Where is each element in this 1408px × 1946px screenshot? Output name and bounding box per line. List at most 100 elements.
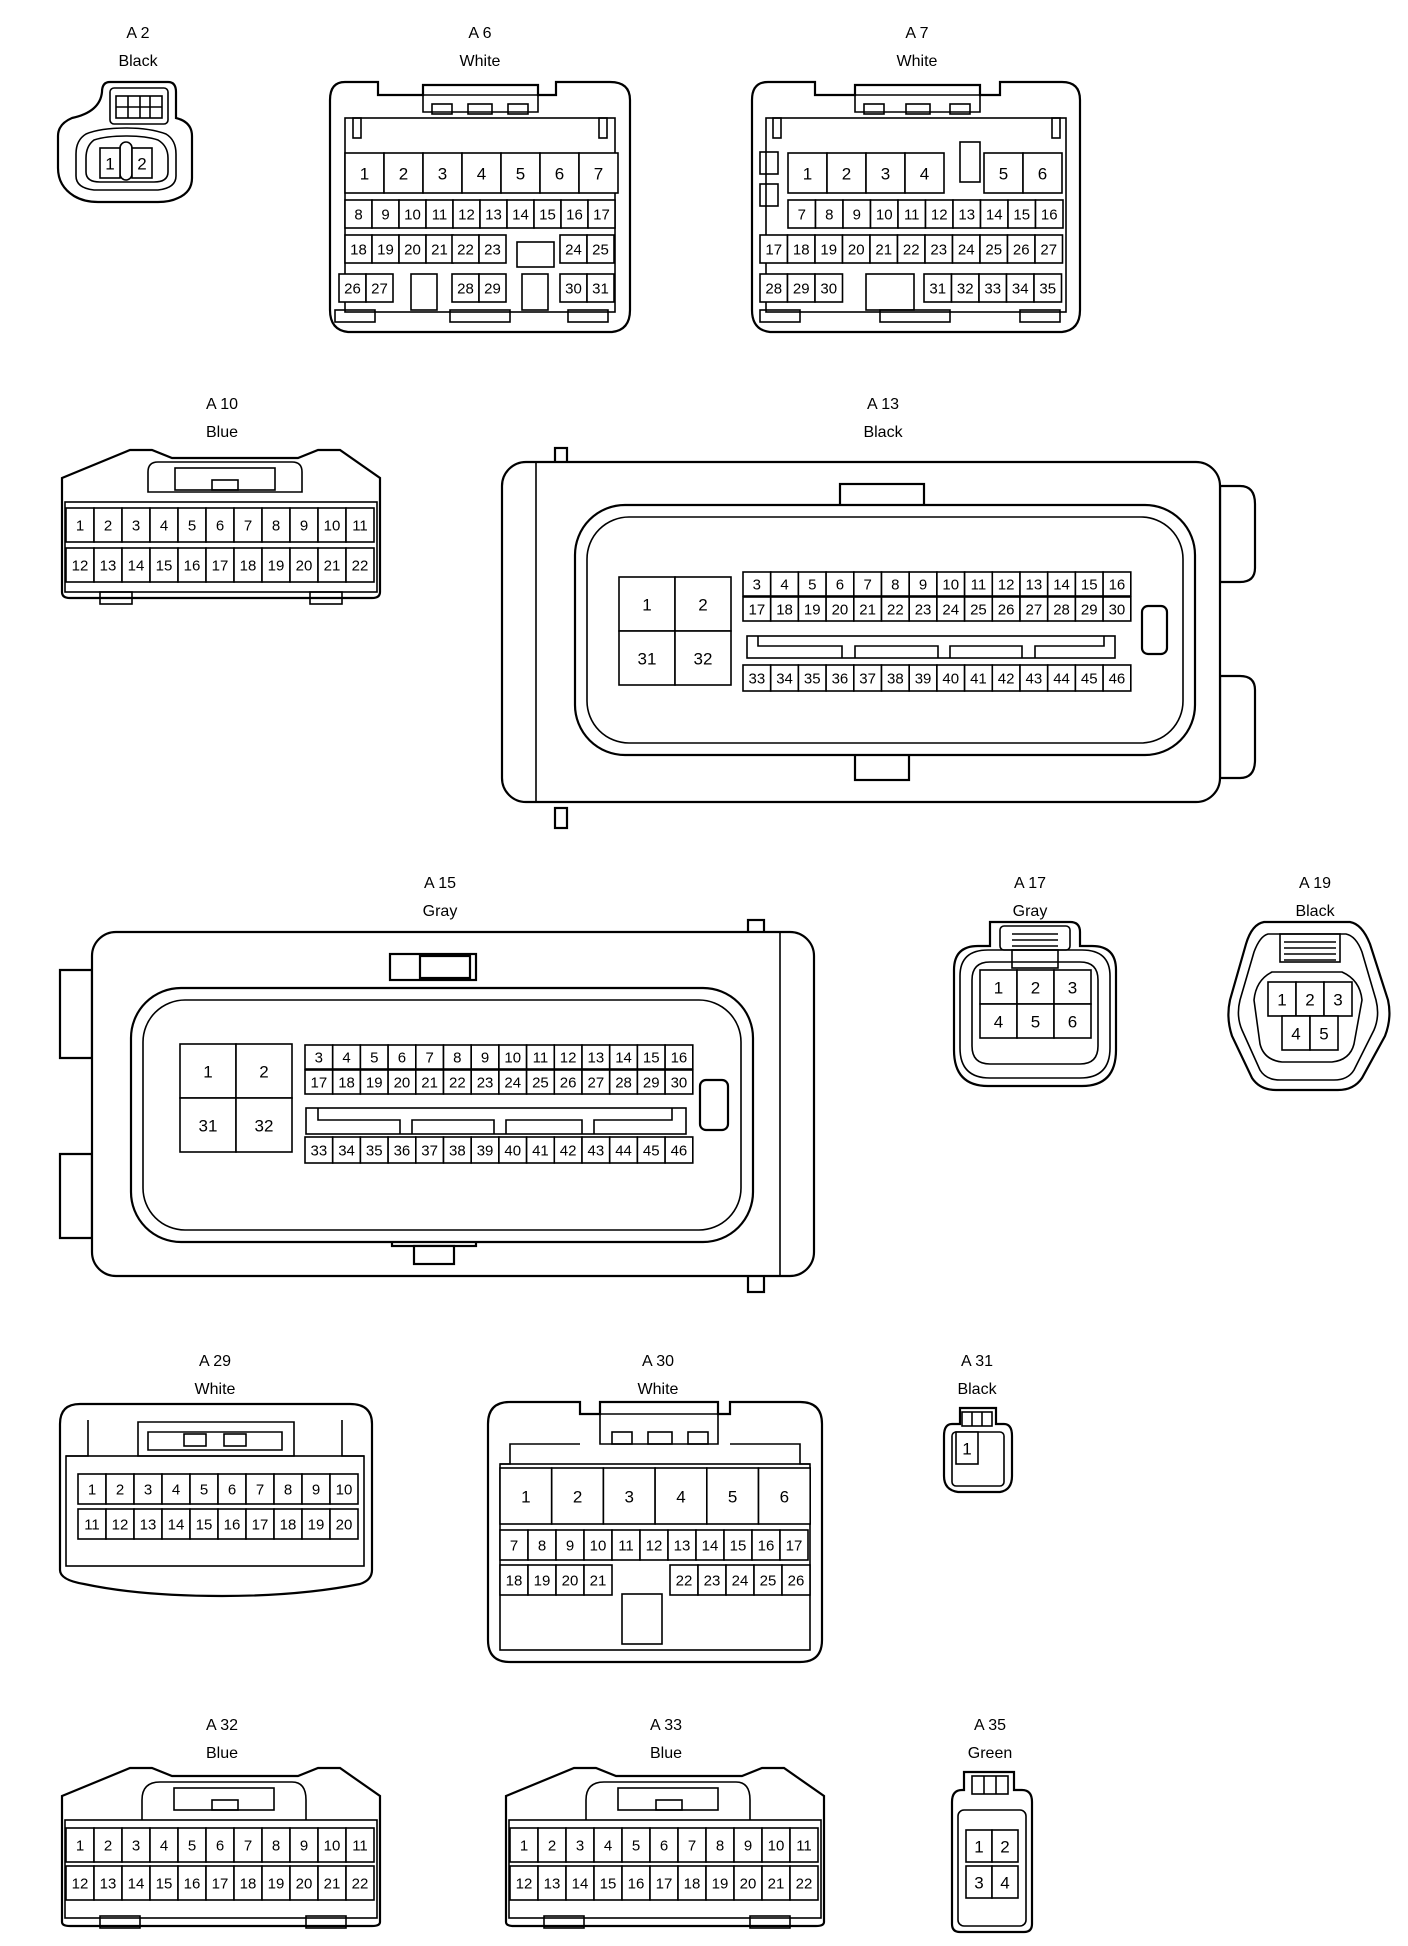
pin-label: 20 [336, 1517, 353, 1534]
pin-label: 8 [272, 1838, 280, 1855]
pin-a29-15: 15 [189, 1508, 219, 1540]
pin-label: 2 [698, 596, 707, 615]
pin-a7-5: 5 [983, 152, 1024, 194]
pin-label: 6 [1068, 1013, 1077, 1032]
pin-cell [565, 1865, 595, 1901]
pin-label: 36 [832, 671, 849, 688]
pin-label: 4 [477, 165, 486, 184]
pin-label: 18 [793, 242, 810, 259]
pin-label: 10 [324, 518, 341, 535]
pin-a33-12: 12 [509, 1865, 539, 1901]
connector-a15-id: A 15 [424, 875, 456, 892]
pin-cell [789, 1827, 819, 1863]
pin-label: 16 [224, 1517, 241, 1534]
pin-a32-15: 15 [149, 1865, 179, 1901]
pin-label: 14 [615, 1050, 632, 1067]
pin-a32-19: 19 [261, 1865, 291, 1901]
pin-label: 24 [958, 242, 975, 259]
pin-a7-6: 6 [1022, 152, 1063, 194]
pin-a6-14: 14 [506, 199, 535, 229]
pin-a10-7: 7 [233, 507, 263, 543]
pin-label: 2 [573, 1488, 582, 1507]
pin-cell [677, 1827, 707, 1863]
pin-a15-36: 36 [387, 1136, 417, 1164]
pin-a29-12: 12 [105, 1508, 135, 1540]
pin-cell [329, 1508, 359, 1540]
pin-a13-40: 40 [936, 664, 966, 692]
pin-cell [387, 1044, 417, 1070]
pin-cell [344, 234, 373, 264]
pin-a30-18: 18 [499, 1564, 529, 1596]
pin-cell [177, 1827, 207, 1863]
pin-label: 2 [399, 165, 408, 184]
pin-a30-17: 17 [779, 1529, 809, 1561]
pin-label: 5 [516, 165, 525, 184]
pin-cell [908, 596, 938, 622]
pin-cell [1019, 571, 1049, 597]
pin-a32-16: 16 [177, 1865, 207, 1901]
pin-label: 1 [203, 1063, 212, 1082]
pin-a15-43: 43 [581, 1136, 611, 1164]
pin-label: 34 [338, 1143, 355, 1160]
pin-cell [179, 1043, 237, 1099]
pin-label: 3 [132, 518, 140, 535]
connector-a2 [56, 80, 194, 204]
pin-cell [559, 273, 588, 303]
pin-label: 11 [904, 207, 920, 224]
pin-a7-15: 15 [1007, 199, 1037, 229]
pin-a33-18: 18 [677, 1865, 707, 1901]
pin-cell [301, 1473, 331, 1505]
pin-label: 16 [671, 1050, 688, 1067]
pin-label: 3 [144, 1482, 152, 1499]
pin-a10-2: 2 [93, 507, 123, 543]
pin-label: 14 [572, 1876, 589, 1893]
pin-a7-19: 19 [814, 234, 844, 264]
pin-cell [537, 1865, 567, 1901]
pin-a15-17: 17 [304, 1069, 334, 1095]
pin-cell [759, 234, 789, 264]
pin-label: 5 [370, 1050, 378, 1067]
pin-label: 18 [506, 1573, 523, 1590]
pin-cell [425, 234, 454, 264]
pin-a35-2: 2 [991, 1829, 1019, 1863]
pin-a29-8: 8 [273, 1473, 303, 1505]
connector-a29-id: A 29 [199, 1353, 231, 1370]
pin-label: 22 [449, 1075, 466, 1092]
pin-a10-15: 15 [149, 547, 179, 583]
pin-a10-4: 4 [149, 507, 179, 543]
pin-label: 2 [1000, 1838, 1009, 1857]
pin-cell [559, 234, 588, 264]
pin-label: 39 [915, 671, 932, 688]
pin-a15-38: 38 [442, 1136, 473, 1164]
pin-a15-35: 35 [359, 1136, 389, 1164]
pin-label: 12 [458, 207, 475, 224]
pin-label: 10 [404, 207, 421, 224]
pin-a30-22: 22 [669, 1564, 699, 1596]
pin-label: 19 [712, 1876, 729, 1893]
pin-label: 32 [957, 281, 974, 298]
pin-cell [93, 1827, 123, 1863]
pin-label: 10 [336, 1482, 353, 1499]
pin-a19-5: 5 [1309, 1015, 1339, 1051]
pin-label: 6 [228, 1482, 236, 1499]
pin-label: 28 [1053, 602, 1070, 619]
pin-cell [301, 1508, 331, 1540]
pin-cell [618, 576, 676, 632]
pin-cell [608, 1044, 639, 1070]
pin-cell [149, 1865, 179, 1901]
pin-label: 19 [308, 1517, 325, 1534]
pin-cell [880, 664, 911, 692]
pin-label: 8 [453, 1050, 461, 1067]
pin-cell [611, 1529, 641, 1561]
pin-a15-42: 42 [553, 1136, 583, 1164]
pin-cell [1005, 273, 1035, 303]
pin-label: 1 [642, 596, 651, 615]
pin-label: 33 [311, 1143, 328, 1160]
pin-label: 5 [632, 1838, 640, 1855]
pin-cell [1053, 969, 1092, 1005]
pin-label: 3 [576, 1838, 584, 1855]
pin-label: 25 [985, 242, 1002, 259]
pin-label: 37 [421, 1143, 438, 1160]
pin-label: 30 [671, 1075, 688, 1092]
pin-a13-37: 37 [852, 664, 883, 692]
